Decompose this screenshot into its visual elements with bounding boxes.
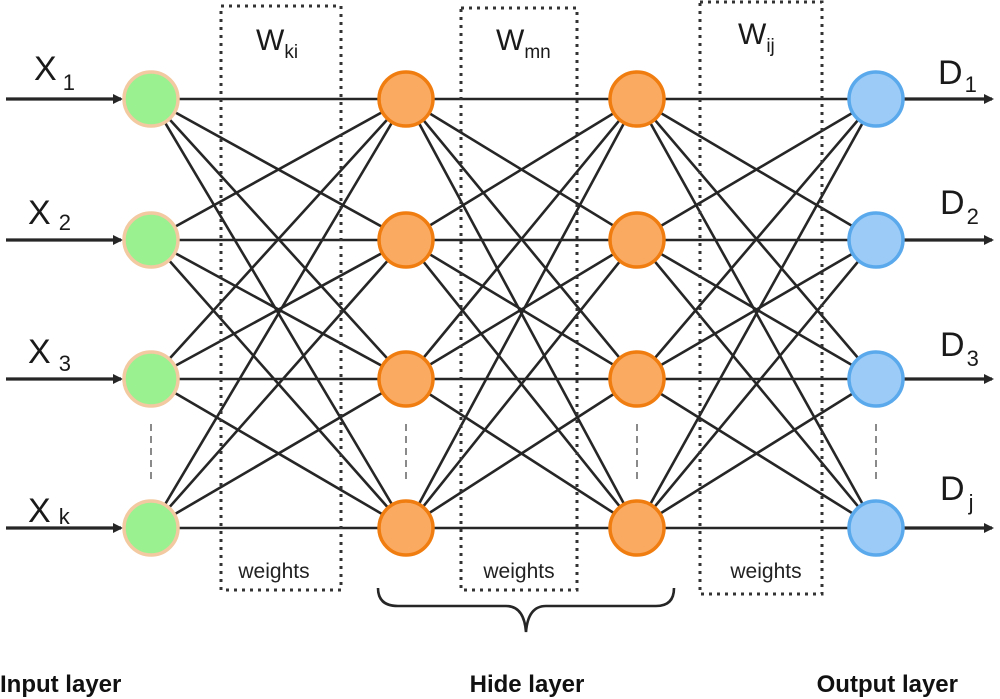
hidden-a-node-3 xyxy=(377,350,435,408)
edge-l1-3-0 xyxy=(404,98,639,529)
input-node-4 xyxy=(122,499,180,557)
edge-l1-2-0 xyxy=(404,98,639,380)
weights-caption-2: weights xyxy=(482,560,554,583)
edge-l1-1-0 xyxy=(405,97,638,242)
weights-caption-1: weights xyxy=(237,560,309,583)
hidden-b-node-1 xyxy=(608,70,666,128)
weight-boxes xyxy=(219,0,824,596)
output-layer-caption: Output layer xyxy=(817,671,958,698)
weight-box-2 xyxy=(459,6,579,592)
edge-l2-3-2 xyxy=(636,377,877,530)
edge-l2-3-1 xyxy=(635,239,878,529)
edge-l2-2-0 xyxy=(636,98,877,380)
input-node-3 xyxy=(122,350,180,408)
edge-l0-3-0 xyxy=(149,98,408,529)
hidden-a-node-2 xyxy=(377,211,435,269)
input-layer-caption: Input layer xyxy=(0,671,121,698)
hidden-b-node-4 xyxy=(608,499,666,557)
hidden-layer-brace xyxy=(376,587,676,633)
hidden-b-node-2 xyxy=(608,211,666,269)
weight-box-1 xyxy=(219,4,343,592)
ellipsis-dashes xyxy=(150,424,877,484)
output-node-1 xyxy=(847,70,905,128)
output-node-2 xyxy=(847,211,905,269)
edge-l0-1-0 xyxy=(150,97,407,242)
edge-l1-2-1 xyxy=(405,238,638,381)
weight-label-mn: Wmn xyxy=(496,24,551,63)
output-label-1: D1 xyxy=(938,54,977,97)
edge-l2-3-0 xyxy=(635,98,878,529)
edge-l2-1-0 xyxy=(636,97,877,242)
edge-l0-2-1 xyxy=(150,238,407,381)
edge-l0-2-0 xyxy=(150,98,407,380)
hidden-layer-caption: Hide layer xyxy=(470,671,585,698)
connection-edges xyxy=(149,97,878,530)
output-label-3: D3 xyxy=(940,326,979,371)
input-node-1 xyxy=(122,70,180,128)
input-node-2 xyxy=(122,211,180,269)
weights-caption-3: weights xyxy=(729,560,801,583)
edge-l1-3-1 xyxy=(404,239,639,529)
hidden-a-node-1 xyxy=(377,70,435,128)
hidden-b-node-3 xyxy=(608,350,666,408)
output-node-4 xyxy=(847,499,905,557)
hidden-a-node-4 xyxy=(377,499,435,557)
io-arrows xyxy=(6,94,994,533)
weight-box-3 xyxy=(698,0,824,596)
edge-l1-3-2 xyxy=(405,377,638,530)
output-node-3 xyxy=(847,350,905,408)
neuron-nodes xyxy=(122,70,905,557)
edge-l0-3-1 xyxy=(150,239,407,529)
edge-l2-2-1 xyxy=(636,238,877,381)
edge-l0-3-2 xyxy=(150,377,407,530)
output-label-2: D2 xyxy=(940,184,979,229)
weight-label-ki: Wki xyxy=(256,24,298,63)
weight-label-ij: Wij xyxy=(738,18,775,57)
